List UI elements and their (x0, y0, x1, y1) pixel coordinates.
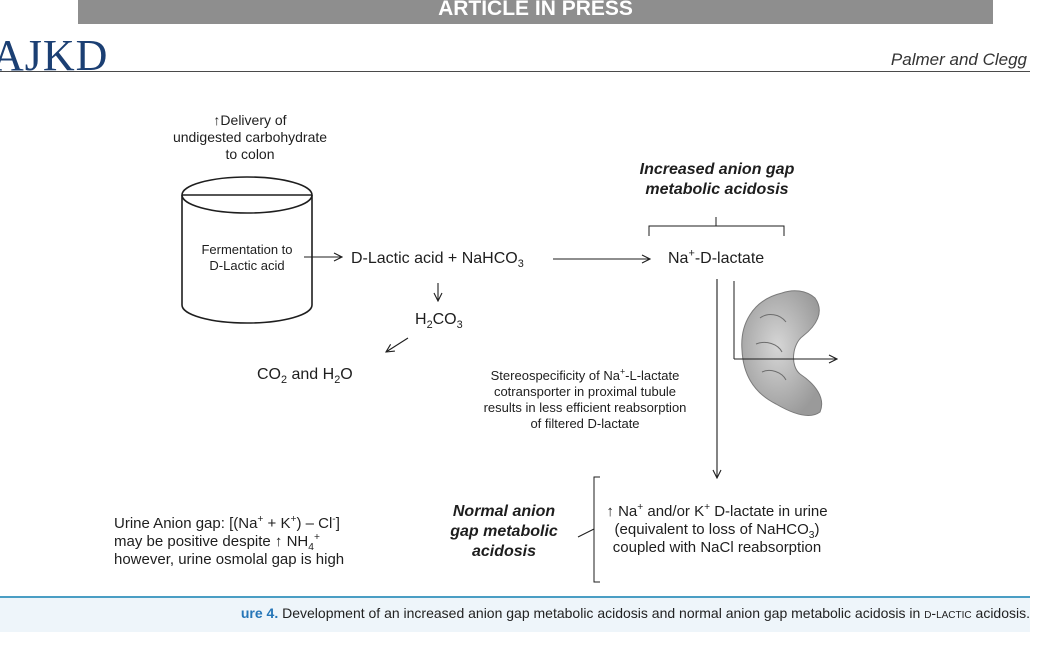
caption-rule (0, 596, 1030, 598)
increased-anion-gap-bracket (648, 217, 785, 236)
delivery-line: ↑Delivery of (213, 112, 287, 128)
stereo-line: cotransporter in proximal tubule (493, 384, 677, 399)
figure-caption: ure 4. Development of an increased anion… (0, 605, 1030, 621)
header-rule (0, 71, 1030, 72)
caption-dlactic: d-lactic (924, 605, 972, 621)
urine-gap-line: however, urine osmolal gap is high (114, 551, 345, 568)
urine-gap-line: may be positive despite ↑ NH4+ (114, 532, 320, 553)
normal-title-line: gap metabolic (450, 523, 558, 540)
na-d-lactate-label: Na+-D-lactate (668, 247, 765, 267)
co2-and-water-label: CO2 and H2O (257, 366, 353, 387)
normal-anion-gap-title: Normal anion gap metabolic acidosis (430, 502, 578, 562)
fermentation-line: D-Lactic acid (209, 258, 285, 273)
increased-anion-gap-title: Increased anion gap metabolic acidosis (600, 160, 834, 200)
figure-label: ure 4. (240, 605, 279, 621)
arrow-h2co3-to-co2 (386, 337, 409, 352)
normal-title-line: acidosis (471, 543, 537, 560)
delivery-line: to colon (225, 146, 275, 162)
caption-text-end: acidosis. (971, 605, 1030, 621)
normal-anion-gap-bracket (577, 476, 600, 583)
carbonic-acid-label: H2CO3 (415, 311, 463, 332)
caption-text: Development of an increased anion gap me… (278, 605, 925, 621)
increased-title-line: Increased anion gap (639, 161, 795, 178)
delivery-label: ↑Delivery of undigested carbohydrate to … (150, 112, 350, 163)
fermentation-label: Fermentation to D-Lactic acid (187, 242, 307, 274)
urine-result-line: ↑ Na+ and/or K+ D-lactate in urine (606, 502, 828, 520)
urine-result-line: (equivalent to loss of NaHCO3) (614, 521, 820, 541)
colon-cylinder-icon (181, 176, 313, 324)
normal-title-line: Normal anion (452, 503, 556, 520)
urine-result-line: coupled with NaCl reabsorption (612, 539, 822, 556)
urine-anion-gap-note: Urine Anion gap: [(Na+ + K+) – Cl-] may … (114, 514, 345, 569)
stereo-line: results in less efficient reabsorption (483, 400, 687, 415)
lactic-acid-plus-bicarbonate: D-Lactic acid + NaHCO3 (351, 250, 524, 271)
caption-background (0, 598, 1030, 632)
running-head-authors: Palmer and Clegg (890, 50, 1027, 69)
delivery-line: undigested carbohydrate (172, 129, 328, 145)
article-in-press-banner: ARTICLE IN PRESS (78, 0, 993, 24)
urine-result-text: ↑ Na+ and/or K+ D-lactate in urine (equi… (604, 502, 830, 557)
kidney-icon (741, 290, 823, 417)
stereospecificity-note: Stereospecificity of Na+-L-lactate cotra… (455, 366, 715, 432)
stereo-line: of filtered D-lactate (530, 416, 640, 431)
increased-title-line: metabolic acidosis (645, 181, 789, 198)
urine-gap-line: Urine Anion gap: [(Na+ + K+) – Cl-] (114, 514, 340, 532)
stereo-line: Stereospecificity of Na+-L-lactate (490, 366, 680, 383)
fermentation-line: Fermentation to (201, 242, 293, 257)
